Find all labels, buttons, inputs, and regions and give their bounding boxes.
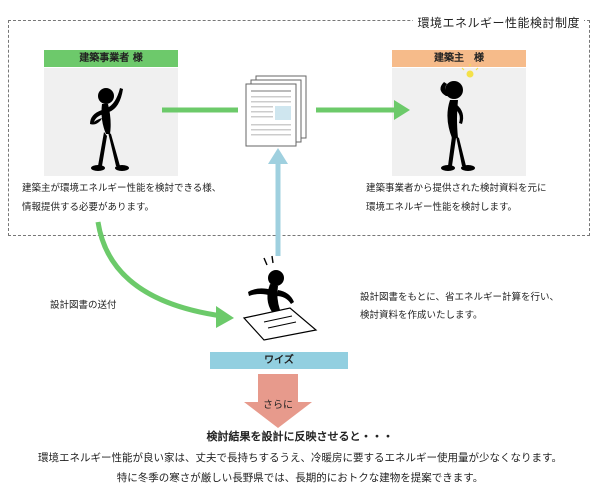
- result-heading: 検討結果を設計に反映させると・・・: [206, 430, 394, 443]
- arrow-head-to-wise: [216, 306, 234, 328]
- builder-figure-panel: [44, 68, 178, 176]
- owner-description-line-2: 環境エネルギー性能を検討します。: [366, 202, 518, 213]
- wise-label: ワイズ: [210, 352, 348, 369]
- documents-icon: [245, 75, 307, 147]
- owner-description-line-1: 建築事業者から提供された検討資料を元に: [366, 183, 547, 194]
- wise-description-line-1: 設計図書をもとに、省エネルギー計算を行い、: [360, 292, 560, 303]
- scheme-title: 環境エネルギー性能検討制度: [413, 14, 584, 31]
- arrow-head-to-documents: [268, 148, 288, 164]
- further-label: さらに: [263, 400, 293, 411]
- wise-description-line-2: 検討資料を作成いたします。: [360, 310, 483, 321]
- builder-description-line-1: 建築主が環境エネルギー性能を検討できる様、: [22, 183, 222, 194]
- result-line-1: 環境エネルギー性能が良い家は、丈夫で長持ちするうえ、冷暖房に要するエネルギー使用…: [38, 452, 562, 464]
- wise-figure-icon: [242, 255, 318, 341]
- arrow-head-to-owner: [394, 100, 410, 120]
- arrow-send-drawings: [95, 221, 223, 319]
- builder-figure-icon: [90, 88, 129, 171]
- scheme-frame: [8, 20, 590, 236]
- result-line-2: 特に冬季の寒さが厳しい長野県では、長期的におトクな建物を提案できます。: [116, 472, 484, 484]
- owner-figure-icon: [440, 64, 479, 171]
- builder-description-line-2: 情報提供する必要があります。: [22, 202, 155, 213]
- send-drawings-label: 設計図書の送付: [50, 300, 117, 311]
- owner-figure-panel: [392, 64, 526, 176]
- builder-label: 建築事業者 様: [44, 50, 178, 67]
- owner-label: 建築主 様: [392, 50, 526, 67]
- further-arrow-icon: [244, 374, 312, 428]
